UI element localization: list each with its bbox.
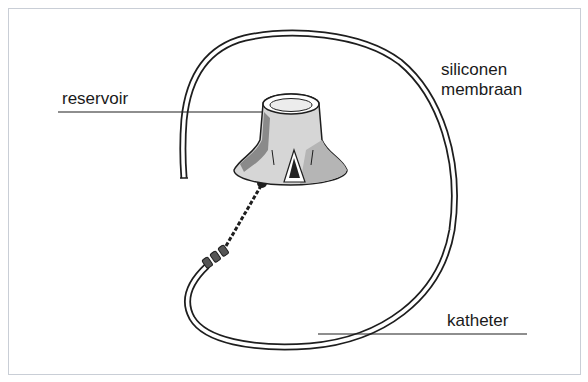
reservoir-leader xyxy=(58,111,262,112)
part-label: reservoir xyxy=(62,89,128,109)
leader-lines xyxy=(58,112,527,334)
reservoir-body xyxy=(234,94,347,185)
frame xyxy=(9,9,581,375)
part-label: siliconen membraan xyxy=(441,60,545,100)
connector-chain xyxy=(226,178,267,246)
catheter-coupling xyxy=(202,245,229,269)
part-label: katheter xyxy=(447,311,508,331)
katheter-leader xyxy=(318,333,527,334)
catheter-tube xyxy=(180,33,454,347)
